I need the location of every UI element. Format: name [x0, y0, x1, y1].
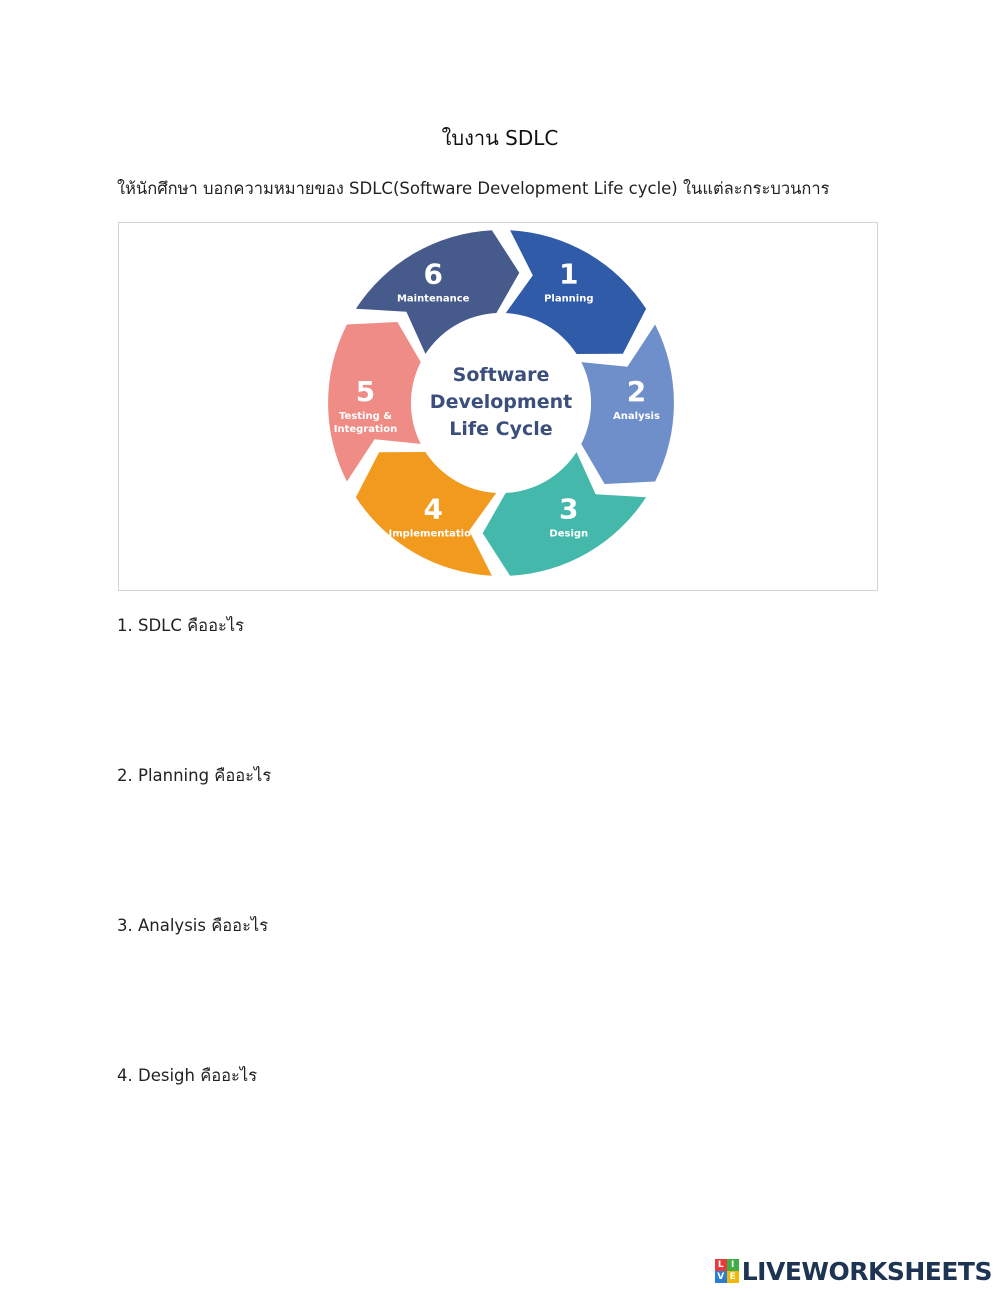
sdlc-cycle-diagram: .num { font-family: "DejaVu Sans", sans-…	[328, 230, 674, 576]
logo-letter-l: L	[714, 1259, 727, 1271]
sdlc-diagram-figure: .num { font-family: "DejaVu Sans", sans-…	[118, 222, 878, 591]
logo-letter-e: E	[726, 1271, 739, 1283]
center-title-line-3: Life Cycle	[449, 418, 552, 440]
stage-label-maintenance: Maintenance	[397, 294, 470, 305]
stage-number-testing: 5	[356, 375, 375, 408]
stage-number-implementation: 4	[424, 492, 443, 525]
center-title-line-1: Software	[453, 364, 550, 386]
stage-number-analysis: 2	[627, 375, 646, 408]
worksheet-title: ใบงาน SDLC	[441, 126, 559, 150]
stage-number-design: 3	[559, 492, 578, 525]
stage-number-maintenance: 6	[423, 258, 442, 291]
stage-label-implementation: Implementation	[389, 528, 479, 539]
stage-number-planning: 1	[559, 258, 578, 291]
stage-segment-analysis	[581, 324, 674, 484]
liveworksheets-brand-text: LIVEWORKSHEETS	[741, 1256, 993, 1286]
worksheet-instruction: ให้นักศึกษา บอกความหมายของ SDLC(Software…	[117, 179, 830, 198]
center-title-line-2: Development	[430, 391, 572, 413]
stage-label-testing-1: Testing &	[339, 411, 392, 422]
stage-segment-testing	[328, 322, 421, 482]
question-sdlc: 1. SDLC คืออะไร	[117, 616, 245, 635]
stage-label-planning: Planning	[544, 294, 593, 305]
liveworksheets-logo-icon: L I V E	[714, 1259, 739, 1283]
question-design: 4. Desigh คืออะไร	[117, 1066, 258, 1085]
diagram-center-circle	[411, 313, 591, 493]
stage-label-analysis: Analysis	[613, 411, 660, 422]
stage-segment-design	[482, 452, 647, 576]
logo-letter-i: I	[726, 1259, 739, 1271]
stage-label-testing-2: Integration	[334, 424, 397, 435]
stage-segment-implementation	[355, 452, 497, 576]
stage-segment-maintenance	[355, 230, 520, 354]
question-planning: 2. Planning คืออะไร	[117, 766, 272, 785]
question-analysis: 3. Analysis คืออะไร	[117, 916, 269, 935]
stage-label-design: Design	[549, 528, 588, 539]
stage-segment-planning	[505, 230, 647, 354]
logo-letter-v: V	[714, 1271, 727, 1283]
liveworksheets-brand: L I V E LIVEWORKSHEETS	[714, 1256, 993, 1286]
